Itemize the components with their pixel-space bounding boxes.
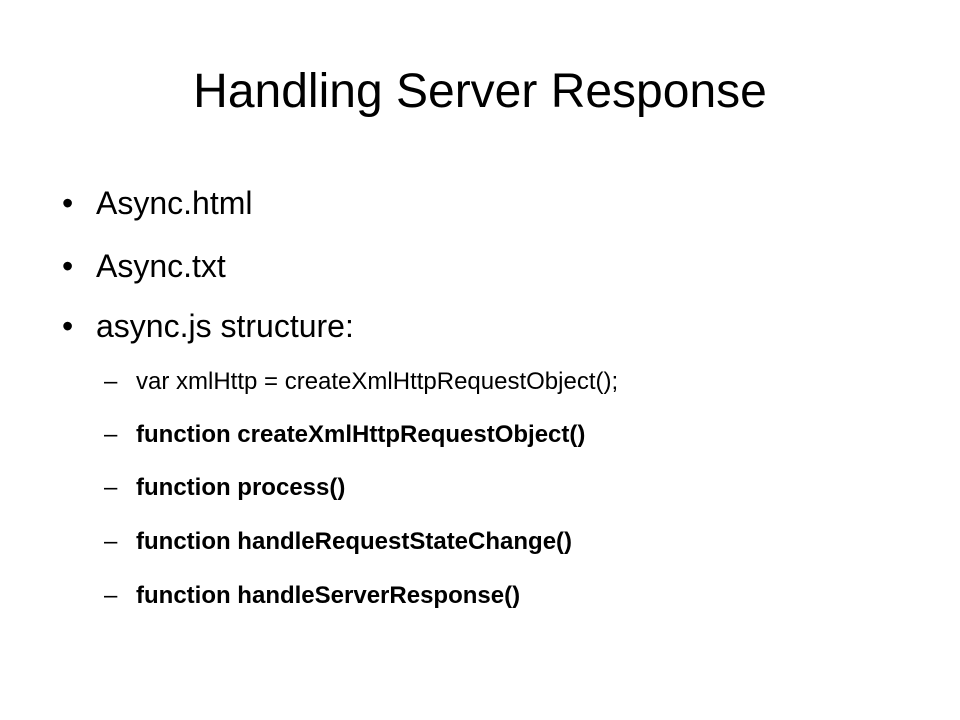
sub-bullet-item: –function process() [104, 472, 345, 504]
slide-title: Handling Server Response [193, 65, 767, 118]
bullet-text: async.js structure: [96, 308, 354, 344]
sub-bullet-marker: – [104, 368, 118, 395]
sub-bullet-item: –var xmlHttp = createXmlHttpRequestObjec… [104, 366, 618, 398]
bullet-item: • Async.html [62, 183, 252, 223]
sub-bullet-text: var xmlHttp = createXmlHttpRequestObject… [136, 368, 619, 395]
sub-bullet-marker: – [104, 421, 118, 448]
sub-bullet-text: function process() [136, 474, 346, 501]
bullet-text: Async.html [96, 185, 253, 221]
bullet-marker: • [62, 308, 74, 344]
bullet-item: • Async.txt [62, 246, 226, 286]
bullet-item: • async.js structure: [62, 306, 354, 346]
sub-bullet-marker: – [104, 474, 118, 501]
bullet-marker: • [62, 248, 74, 284]
bullet-text: Async.txt [96, 248, 226, 284]
sub-bullet-marker: – [104, 528, 118, 555]
sub-bullet-item: –function handleRequestStateChange() [104, 526, 572, 558]
sub-bullet-marker: – [104, 582, 118, 609]
bullet-marker: • [62, 185, 74, 221]
sub-bullet-text: function createXmlHttpRequestObject() [136, 421, 586, 448]
sub-bullet-item: –function createXmlHttpRequestObject() [104, 419, 585, 451]
sub-bullet-text: function handleServerResponse() [136, 582, 521, 609]
sub-bullet-text: function handleRequestStateChange() [136, 528, 573, 555]
sub-bullet-item: –function handleServerResponse() [104, 580, 520, 612]
